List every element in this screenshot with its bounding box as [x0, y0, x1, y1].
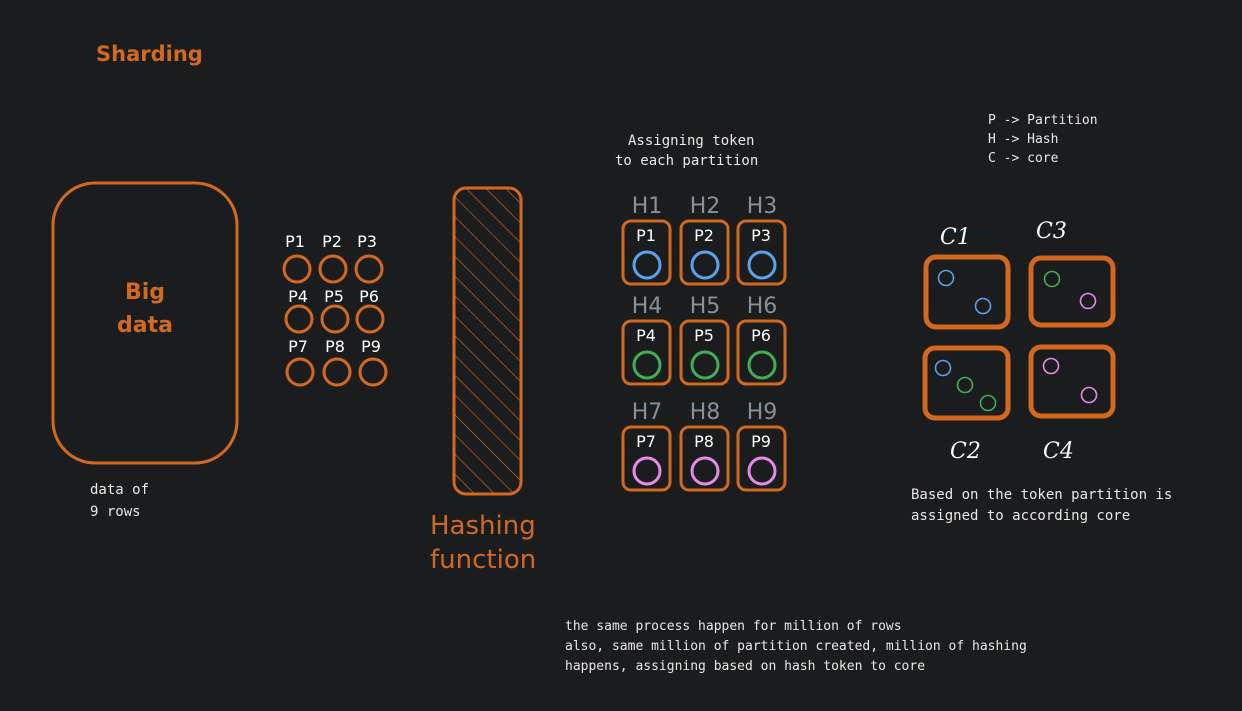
hash-token-circle-green	[690, 350, 720, 380]
big-data-box	[51, 181, 239, 465]
partition-circle-p8	[322, 357, 352, 387]
partition-label-p3: P3	[357, 232, 377, 251]
hashed-partition-box-p1	[621, 219, 672, 286]
partition-circle-p6	[355, 304, 385, 334]
core-c2-token-green	[979, 394, 997, 412]
hash-label-h1: H1	[632, 194, 663, 219]
hash-token-circle-blue	[632, 250, 662, 280]
core-c1-token-blue	[974, 297, 992, 315]
hashed-partition-label-p1: P1	[636, 226, 656, 245]
big-data-caption-1: data of	[90, 482, 149, 498]
core-box-c2	[922, 345, 1011, 421]
legend-core: C -> core	[988, 151, 1059, 166]
hash-token-circle-blue	[747, 250, 777, 280]
hashed-partition-label-p3: P3	[751, 226, 771, 245]
hash-label-h9: H9	[747, 400, 778, 425]
hashed-partition-label-p5: P5	[694, 326, 714, 345]
hashed-partition-box-p6	[736, 319, 787, 386]
big-data-label-1: Big	[125, 280, 165, 305]
hashed-partition-box-p8	[679, 425, 730, 492]
footer-line-2: also, same million of partition created,…	[565, 639, 1027, 654]
hashed-partition-label-p9: P9	[751, 432, 771, 451]
partition-label-p1: P1	[285, 232, 305, 251]
partition-label-p2: P2	[322, 232, 342, 251]
hash-label-h5: H5	[690, 294, 721, 319]
core-box-c4	[1028, 344, 1116, 419]
hash-label-h6: H6	[747, 294, 778, 319]
page-title: Sharding	[96, 42, 203, 66]
hash-label-h7: H7	[632, 400, 663, 425]
partition-circle-p3	[354, 254, 384, 284]
partition-circle-p5	[320, 304, 350, 334]
hashed-partition-label-p8: P8	[694, 432, 714, 451]
hashed-partition-box-p2	[679, 219, 730, 286]
footer-line-1: the same process happen for million of r…	[565, 619, 902, 634]
hashed-partition-box-p9	[736, 425, 787, 492]
hash-label-h8: H8	[690, 400, 721, 425]
hash-label-h2: H2	[690, 194, 721, 219]
assign-caption-1: Assigning token	[628, 133, 754, 149]
hashed-partition-box-p3	[736, 219, 787, 286]
hashing-label-2: function	[430, 545, 536, 575]
hashing-function-box	[452, 186, 523, 496]
hash-token-circle-pink	[632, 456, 662, 486]
core-c1-token-blue	[937, 269, 955, 287]
hash-token-circle-pink	[747, 456, 777, 486]
core-box-c1	[923, 254, 1011, 330]
legend-partition: P -> Partition	[988, 113, 1098, 128]
core-caption-1: Based on the token partition is	[911, 487, 1172, 503]
hash-label-h3: H3	[747, 194, 778, 219]
hashed-partition-label-p7: P7	[636, 432, 656, 451]
partition-circle-p2	[318, 254, 348, 284]
hashing-label-1: Hashing	[430, 511, 536, 541]
legend-hash: H -> Hash	[988, 132, 1058, 147]
partition-label-p5: P5	[324, 287, 344, 306]
hashed-partition-label-p2: P2	[694, 226, 714, 245]
assign-caption-2: to each partition	[615, 153, 758, 169]
core-c2-token-blue	[934, 359, 952, 377]
partition-circle-p9	[358, 357, 388, 387]
core-c2-token-green	[956, 376, 974, 394]
core-label-c3: C3	[1036, 219, 1067, 244]
core-caption-2: assigned to according core	[911, 508, 1130, 524]
partition-label-p4: P4	[288, 287, 308, 306]
partition-circle-p4	[284, 304, 314, 334]
partition-label-p9: P9	[361, 337, 381, 356]
core-label-c2: C2	[950, 439, 981, 464]
core-c3-token-pink	[1079, 292, 1097, 310]
big-data-caption-2: 9 rows	[90, 504, 141, 520]
core-label-c4: C4	[1043, 439, 1074, 464]
core-box-c3	[1028, 255, 1116, 328]
hashed-partition-box-p5	[679, 319, 730, 386]
hash-label-h4: H4	[632, 294, 663, 319]
core-c4-token-pink	[1042, 357, 1060, 375]
hashed-partition-box-p7	[621, 425, 672, 492]
core-c3-token-green	[1043, 270, 1061, 288]
footer-line-3: happens, assigning based on hash token t…	[565, 659, 925, 674]
partition-circle-p7	[285, 357, 315, 387]
partition-circle-p1	[282, 254, 312, 284]
core-c4-token-pink	[1080, 386, 1098, 404]
hash-token-circle-pink	[690, 456, 720, 486]
core-label-c1: C1	[940, 225, 971, 250]
hashed-partition-label-p4: P4	[636, 326, 656, 345]
hash-token-circle-blue	[690, 250, 720, 280]
partition-label-p6: P6	[359, 287, 379, 306]
hashed-partition-label-p6: P6	[751, 326, 771, 345]
hash-token-circle-green	[747, 350, 777, 380]
big-data-label-2: data	[117, 313, 173, 338]
partition-label-p7: P7	[288, 337, 308, 356]
partition-label-p8: P8	[325, 337, 345, 356]
hash-token-circle-green	[632, 350, 662, 380]
hashed-partition-box-p4	[621, 319, 672, 386]
